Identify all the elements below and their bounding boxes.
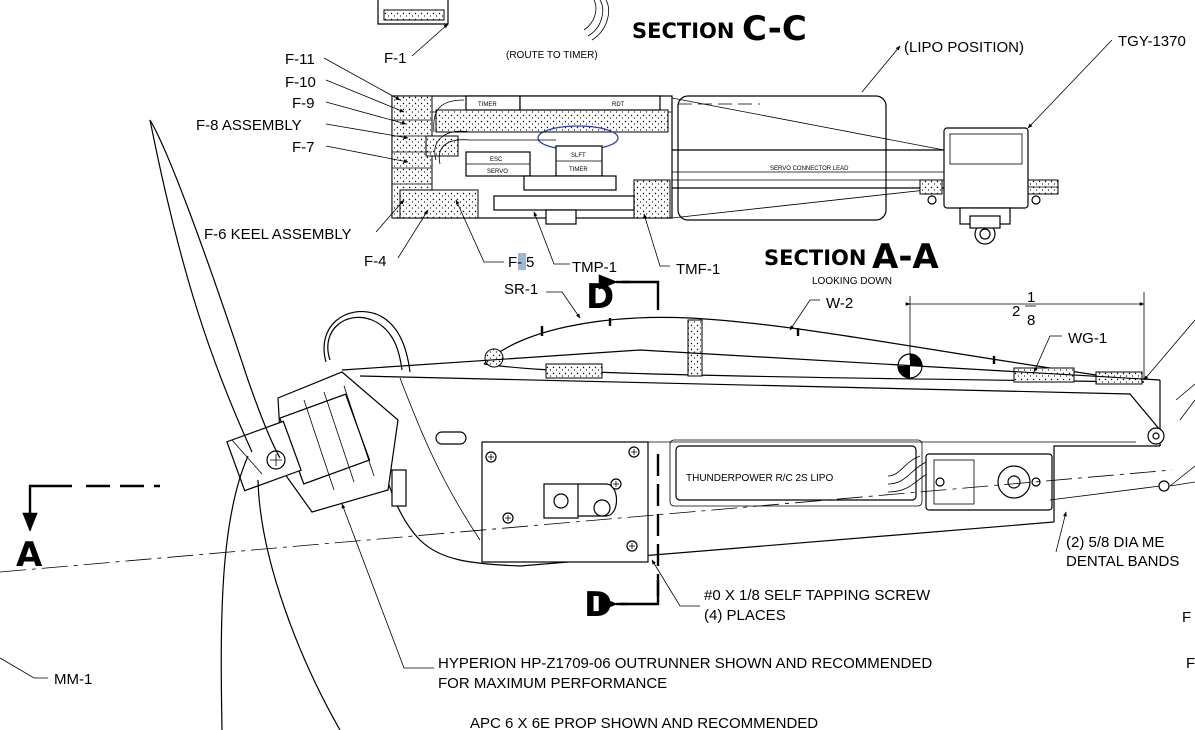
cc-fuselage-body [391, 95, 673, 219]
callout-wg1: WG-1 [1068, 330, 1107, 347]
callout-f9: F-9 [292, 95, 315, 112]
propeller [149, 119, 341, 730]
section-cc-title-letters: C-C [742, 9, 807, 49]
servo-lead-label: SERVO CONNECTOR LEAD [770, 166, 849, 172]
cc-components: TIMER RDT ESC SERVO SLFT TIMER [433, 95, 661, 225]
section-a-left: A [16, 535, 43, 575]
callout-tmf1: TMF-1 [676, 261, 720, 278]
callout-w2: W-2 [826, 295, 853, 312]
battery-pack: THUNDERPOWER R/C 2S LIPO [669, 439, 935, 507]
callout-motor-2: FOR MAXIMUM PERFORMANCE [438, 675, 667, 692]
callout-magnets-1: (2) 5/8 DIA ME [1066, 534, 1164, 551]
f1-part [377, 0, 609, 41]
motor-mount-plate [481, 441, 649, 563]
callout-f7: F-7 [292, 139, 315, 156]
cc-leader-lines [323, 23, 1113, 267]
callout-screw-1: #0 X 1/8 SELF TAPPING SCREW [704, 587, 931, 604]
callout-f5-prefix: F- [508, 254, 522, 271]
tail-boom-lead: SERVO CONNECTOR LEAD [671, 97, 1059, 219]
motor-assembly [226, 311, 411, 513]
wing-section [483, 316, 1145, 385]
section-cc-view: TIMER RDT ESC SERVO SLFT TIMER [196, 0, 1186, 278]
callout-tmp1: TMP-1 [572, 259, 617, 276]
callout-motor-1: HYPERION HP-Z1709-06 OUTRUNNER SHOWN AND… [438, 655, 932, 672]
callout-f4: F-4 [364, 253, 387, 270]
route-note: (ROUTE TO TIMER) [506, 50, 598, 61]
fuselage-side [341, 349, 1165, 567]
control-rod [1049, 383, 1195, 501]
battery-label: THUNDERPOWER R/C 2S LIPO [686, 473, 833, 484]
servo-label: SERVO [487, 169, 508, 175]
tail-servo [925, 453, 1053, 511]
callout-magnets-2: DENTAL BANDS [1066, 553, 1179, 570]
dim-whole: 2 [1012, 303, 1020, 320]
callout-f5-number: 5 [526, 254, 534, 271]
callout-f1: F-1 [384, 50, 407, 67]
callout-mm1: MM-1 [54, 671, 92, 688]
callout-edge-f2: F [1186, 655, 1195, 672]
callout-prop: APC 6 X 6E PROP SHOWN AND RECOMMENDED [470, 715, 818, 730]
tgy-label: TGY-1370 [1118, 33, 1186, 50]
dimension-2-1-8: 2 1 8 [905, 289, 1145, 380]
dim-numerator: 1 [1027, 289, 1035, 306]
tgy-servo [927, 127, 1041, 245]
section-aa-subtitle: LOOKING DOWN [812, 276, 892, 287]
callout-f10: F-10 [285, 74, 316, 91]
dim-denominator: 8 [1027, 312, 1035, 329]
section-aa-view: SECTION A-A LOOKING DOWN [0, 119, 1195, 730]
rdt-label: RDT [612, 102, 625, 108]
callout-f11: F-11 [285, 51, 315, 68]
callout-f8: F-8 ASSEMBLY [196, 117, 302, 134]
aa-leader-lines [0, 291, 1195, 679]
text-selection-highlight [518, 253, 526, 270]
section-cc-title-word: SECTION [632, 19, 734, 43]
callout-f6: F-6 KEEL ASSEMBLY [204, 226, 352, 243]
timer-label: TIMER [478, 102, 497, 108]
timer2-label: TIMER [569, 167, 588, 173]
lipo-position-label: (LIPO POSITION) [904, 39, 1024, 56]
slft-label: SLFT [571, 153, 586, 159]
section-aa-title-letters: A-A [872, 237, 939, 277]
section-d-bottom: D [584, 585, 612, 625]
screw-icon [485, 446, 640, 552]
callout-screw-2: (4) PLACES [704, 607, 786, 624]
section-d-top: D [586, 277, 614, 317]
callout-edge-f1: F [1182, 609, 1191, 626]
center-line [0, 469, 1173, 573]
esc-label: ESC [490, 157, 503, 163]
section-markers: D D A [16, 274, 660, 625]
callout-sr1: SR-1 [504, 281, 538, 298]
section-aa-title-word: SECTION [764, 246, 866, 270]
lipo-outline [677, 95, 887, 221]
